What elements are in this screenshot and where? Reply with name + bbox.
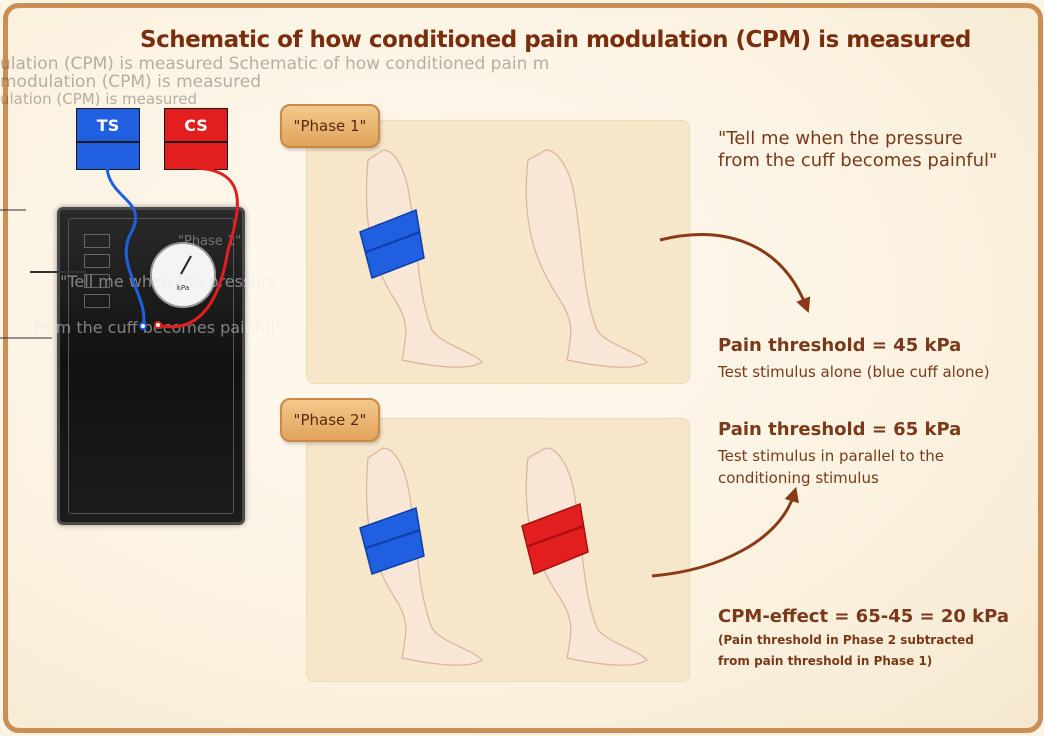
ghost-phase-label: "Phase 1" — [178, 234, 242, 249]
ghost-title-line-3: ulation (CPM) is measured — [0, 90, 197, 108]
cs-label: CS — [164, 108, 228, 142]
phase1-badge: "Phase 1" — [280, 104, 380, 148]
phase2-result-title: Pain threshold = 65 kPa — [718, 419, 962, 440]
ts-label: TS — [76, 108, 140, 142]
device-panel — [68, 218, 234, 514]
page-title: Schematic of how conditioned pain modula… — [140, 27, 971, 53]
ts-cuff-block — [76, 142, 140, 170]
cpm-note-line-2: from pain threshold in Phase 1) — [718, 654, 933, 668]
cpm-note-line-1: (Pain threshold in Phase 2 subtracted — [718, 633, 974, 647]
phase1-result-title: Pain threshold = 45 kPa — [718, 335, 962, 356]
phase1-quote-line-2: from the cuff becomes painful" — [718, 150, 998, 171]
cpm-effect-title: CPM-effect = 65-45 = 20 kPa — [718, 606, 1009, 627]
ghost-title-line-2: modulation (CPM) is measured — [0, 72, 262, 92]
phase1-panel — [306, 120, 690, 384]
phase2-result-subtitle-line-1: Test stimulus in parallel to the — [718, 447, 945, 465]
ghost-quote-line-1: "Tell me when the pressure — [60, 272, 278, 291]
phase2-badge: "Phase 2" — [280, 398, 380, 442]
cs-cuff-block — [164, 142, 228, 170]
ghost-title-line-1: ulation (CPM) is measured Schematic of h… — [0, 54, 550, 74]
phase2-panel — [306, 418, 690, 682]
ghost-quote-line-2: from the cuff becomes painful" — [34, 318, 283, 337]
phase1-quote-line-1: "Tell me when the pressure — [718, 128, 963, 149]
phase1-result-subtitle: Test stimulus alone (blue cuff alone) — [718, 363, 990, 381]
phase2-result-subtitle-line-2: conditioning stimulus — [718, 469, 879, 487]
